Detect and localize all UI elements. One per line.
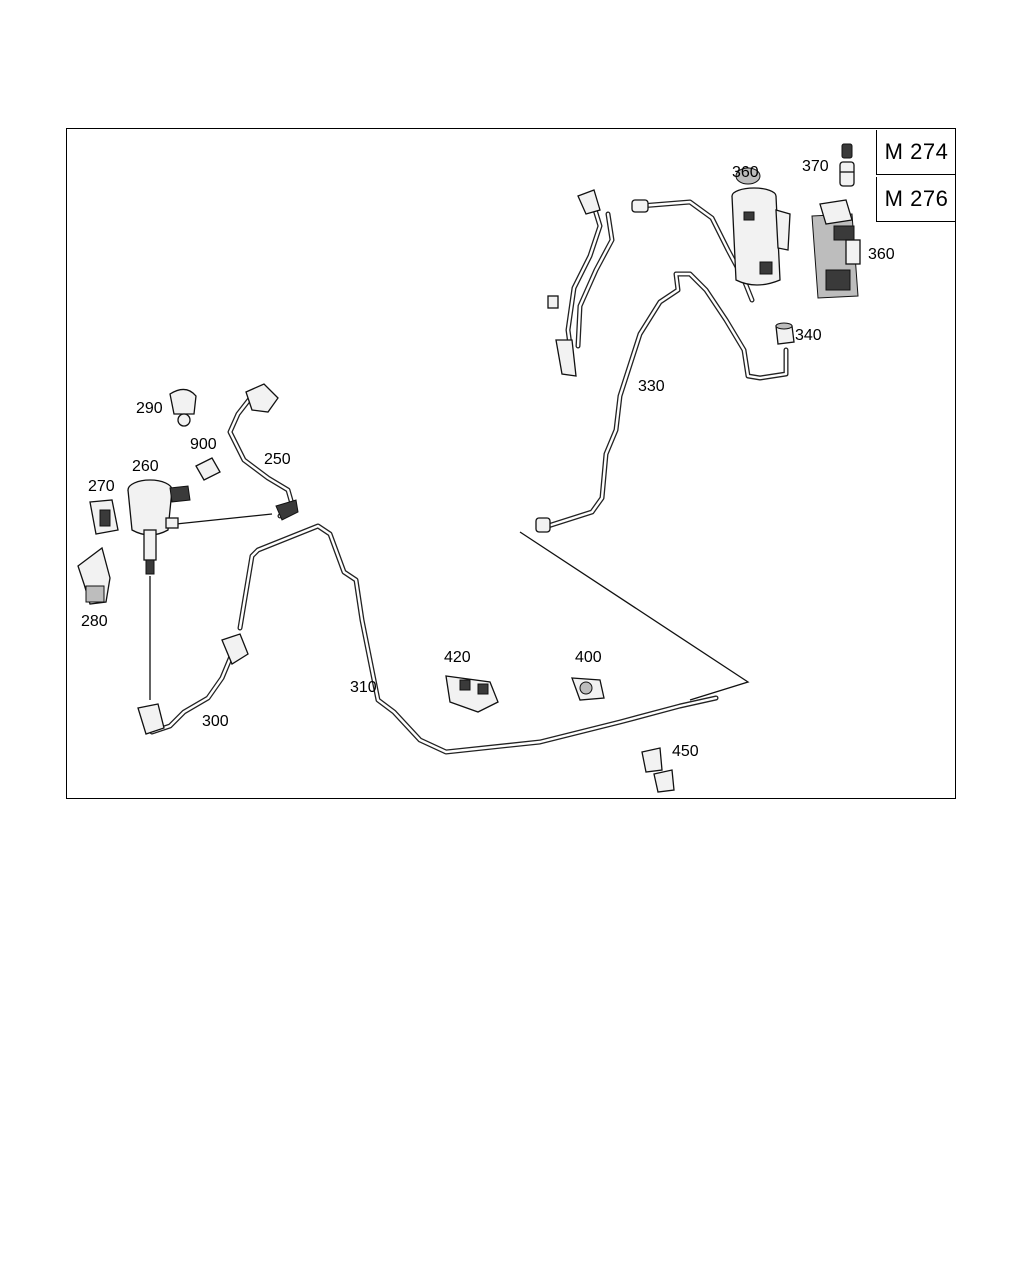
leader-lines	[149, 513, 750, 701]
part-number-270: 270	[88, 478, 115, 495]
hose-300	[137, 633, 249, 735]
part-number-360-m274: 360	[732, 164, 759, 181]
part-number-450: 450	[672, 743, 699, 760]
part-number-360-m276: 360	[868, 246, 895, 263]
part-number-260: 260	[132, 458, 159, 475]
part-number-900: 900	[190, 436, 217, 453]
pipe-330-connector	[535, 517, 551, 533]
pipe-310	[237, 523, 719, 755]
hose-250	[227, 383, 299, 521]
clip-450	[641, 747, 675, 793]
part-number-250: 250	[264, 451, 291, 468]
engine-variant-m276: M 276	[876, 177, 956, 222]
part-number-330: 330	[638, 378, 665, 395]
canister-360-m274	[731, 167, 791, 286]
clip-420	[445, 675, 499, 713]
diagram-frame	[66, 128, 956, 799]
part-number-290: 290	[136, 400, 163, 417]
vent-hose-bundle	[547, 189, 649, 377]
label-900	[195, 457, 221, 481]
part-number-370: 370	[802, 158, 829, 175]
part-number-280: 280	[81, 613, 108, 630]
cap-340	[775, 322, 795, 345]
bracket-280	[77, 546, 111, 605]
bracket-270	[89, 499, 119, 535]
part-number-400: 400	[575, 649, 602, 666]
clip-400	[571, 677, 605, 701]
purge-valve-260	[127, 479, 191, 575]
part-number-300: 300	[202, 713, 229, 730]
canister-360-m276	[811, 199, 861, 299]
part-number-310: 310	[350, 679, 377, 696]
engine-variant-m274: M 274	[876, 130, 956, 175]
part-number-340: 340	[795, 327, 822, 344]
part-number-420: 420	[444, 649, 471, 666]
clamp-290	[169, 388, 197, 427]
valve-370	[839, 143, 855, 187]
